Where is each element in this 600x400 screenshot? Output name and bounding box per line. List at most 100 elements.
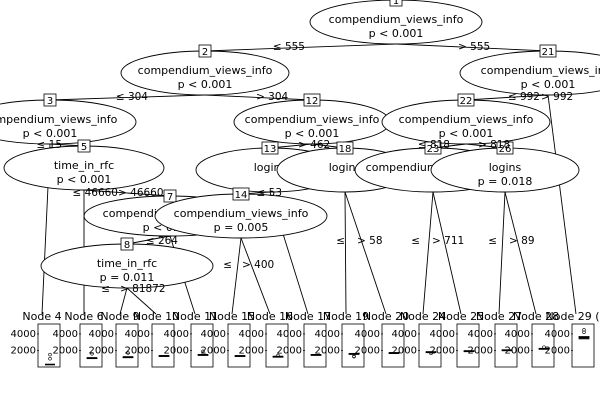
terminal-label: Node 9 — [100, 310, 139, 323]
tree-edge — [126, 235, 171, 245]
edge-label: > 304 — [256, 91, 288, 103]
tree-edge — [504, 191, 537, 315]
tree-edge — [344, 191, 387, 315]
terminal-frame — [303, 323, 327, 368]
y-tick-label: 4000 — [315, 329, 340, 340]
node-id: 18 — [339, 144, 352, 155]
terminal-frame — [190, 323, 214, 368]
node-id: 1 — [393, 0, 399, 7]
edge-labels: ≤ 555> 555≤ 304> 304≤ 992> 992≤ 15> 462≤… — [37, 41, 574, 295]
y-tick-label: 4000 — [505, 329, 530, 340]
tree-edge — [395, 43, 549, 52]
node-id: 26 — [499, 144, 512, 155]
terminal-frame — [571, 323, 595, 368]
terminal-label: Node 4 — [22, 310, 61, 323]
y-tick-label: 2000 — [468, 345, 493, 356]
terminal-label: Node 25 — [438, 310, 484, 323]
edge-label: > 81872 — [120, 283, 166, 295]
terminal-frame — [494, 323, 518, 368]
tree-edge — [126, 287, 157, 315]
terminal-frame — [531, 323, 555, 368]
tree-edge — [49, 94, 206, 101]
split-variable: time_in_rfc — [97, 257, 157, 270]
node-id: 14 — [235, 190, 248, 201]
edge-label: ≤ 555 — [273, 41, 305, 53]
outlier-point — [582, 328, 586, 332]
terminal-frame — [151, 323, 175, 368]
terminal-label: Node 20 — [363, 310, 409, 323]
terminal-label: Node 28 — [513, 310, 559, 323]
split-pvalue: p = 0.005 — [214, 221, 269, 234]
node-id-box — [232, 187, 250, 201]
edge-label: > 46660 — [118, 187, 164, 199]
edge-label: > 992 — [541, 91, 573, 103]
outlier-point — [582, 330, 586, 334]
y-tick-label: 4000 — [201, 329, 226, 340]
tree-edge — [119, 287, 128, 315]
terminal-node: Node 29 (n 4000 2000 — [545, 310, 600, 368]
tree-edge — [422, 191, 434, 315]
outlier-point — [429, 351, 433, 356]
y-tick-label: 2000 — [239, 345, 264, 356]
y-tick-label: 4000 — [545, 329, 570, 340]
split-pvalue: p = 0.011 — [100, 271, 155, 284]
node-id: 12 — [306, 96, 319, 107]
y-tick-label: 4000 — [11, 329, 36, 340]
y-tick-label: 4000 — [239, 329, 264, 340]
edge-label: ≤ — [223, 259, 232, 271]
node-id-box — [198, 44, 212, 58]
tree-edge — [498, 191, 506, 315]
y-tick-label: 4000 — [277, 329, 302, 340]
terminal-label: Node 24 — [400, 310, 446, 323]
outlier-point — [48, 352, 52, 357]
terminal-label: Node 27 — [476, 310, 522, 323]
y-tick-label: 4000 — [430, 329, 455, 340]
y-tick-label: 2000 — [125, 345, 150, 356]
tree-edge — [204, 43, 397, 52]
terminal-frame — [341, 323, 365, 368]
node-id: 13 — [264, 144, 277, 155]
edge-label: > 89 — [509, 235, 535, 247]
node-id-box — [424, 141, 442, 155]
y-tick-label: 2000 — [53, 345, 78, 356]
y-tick-label: 2000 — [315, 345, 340, 356]
tree-edge — [432, 191, 462, 315]
node-id-box — [303, 93, 321, 107]
edge-label: ≤ — [336, 235, 345, 247]
edge-label: ≤ 53 — [257, 187, 283, 199]
split-variable: compendium_views_info — [174, 207, 309, 220]
edge-label: ≤ — [101, 283, 110, 295]
outlier-point — [201, 349, 205, 353]
split-pvalue: p < 0.001 — [369, 27, 424, 40]
node-id-box — [336, 141, 354, 155]
terminal-frame — [418, 323, 442, 368]
edge-label: ≤ 46660 — [72, 187, 118, 199]
outlier-point — [276, 353, 280, 358]
node-id: 7 — [167, 192, 173, 203]
node-id-box — [77, 139, 91, 153]
edge-label: > 462 — [298, 139, 330, 151]
terminal-label: Node 6 — [64, 310, 103, 323]
terminal-label: Node 10 — [133, 310, 179, 323]
y-tick-label: 2000 — [545, 345, 570, 356]
y-tick-label: 4000 — [164, 329, 189, 340]
y-tick-label: 2000 — [89, 345, 114, 356]
terminal-label: Node 29 (n — [546, 310, 600, 323]
y-tick-label: 2000 — [355, 345, 380, 356]
